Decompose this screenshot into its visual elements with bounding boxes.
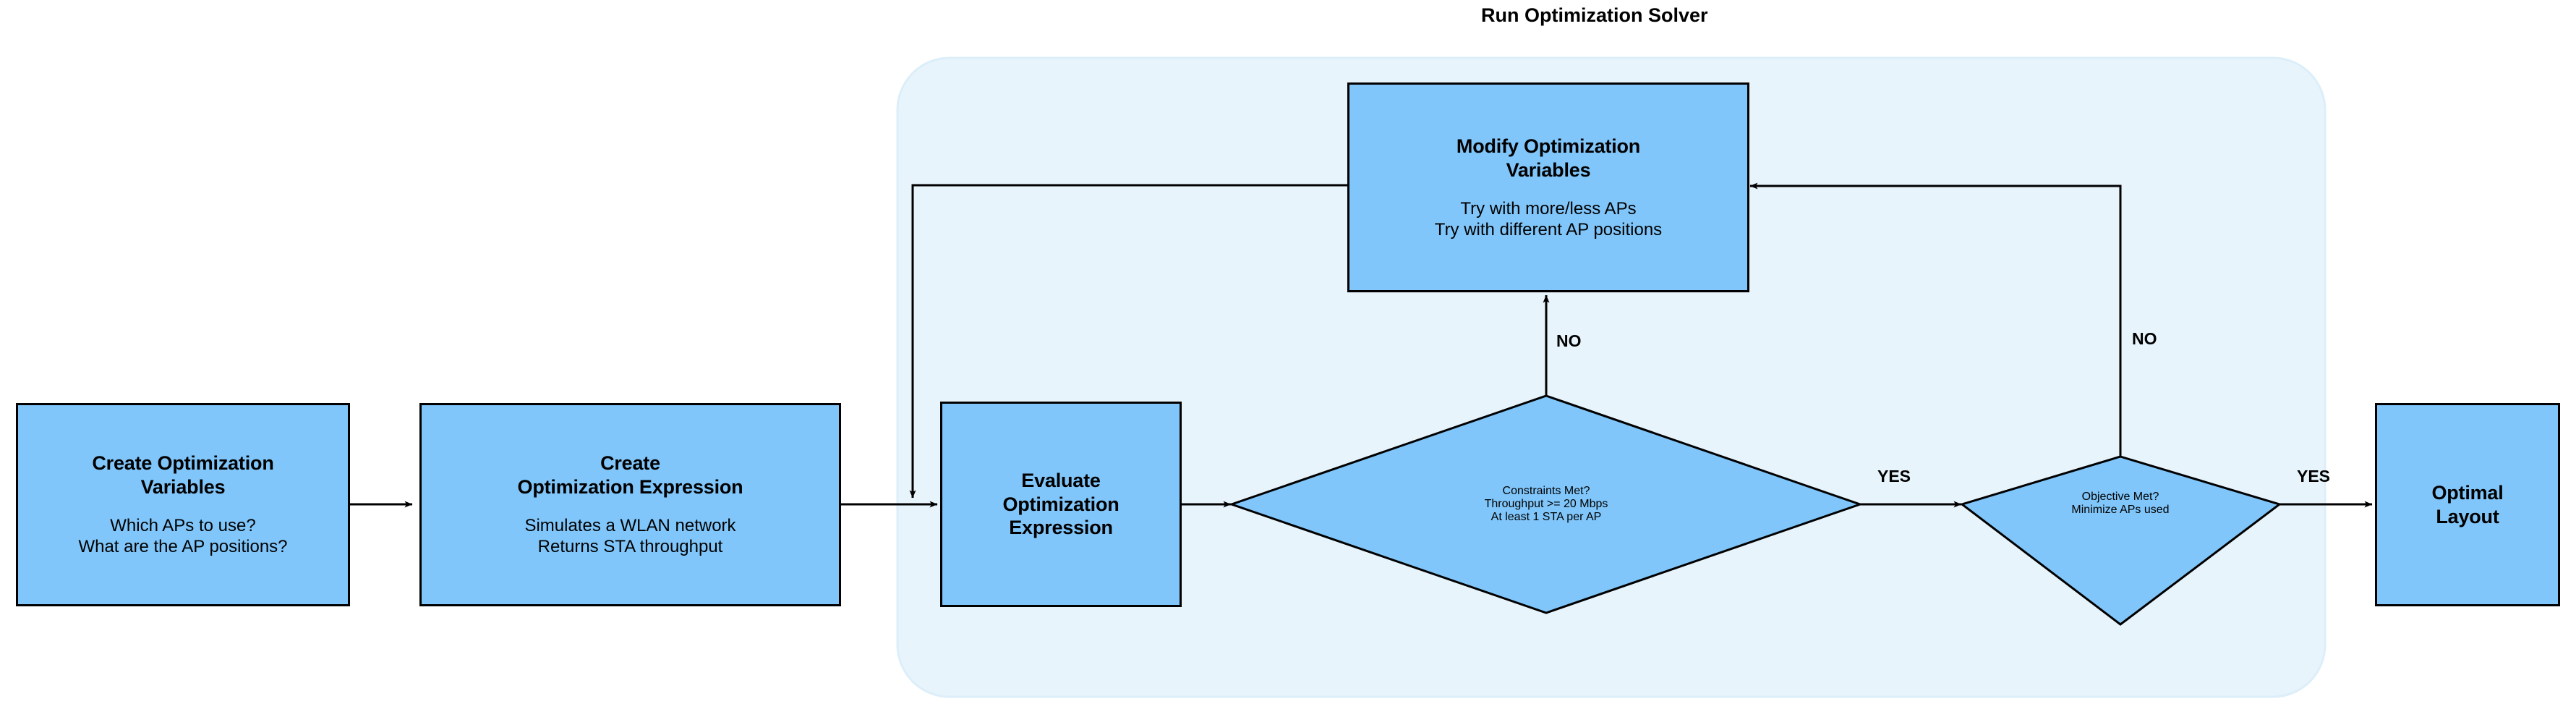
edge-label-objective-yes: YES [2297, 467, 2331, 486]
node-title: Evaluate Optimization Expression [1002, 469, 1119, 539]
edge-objective-no-to-modify [1749, 182, 2122, 457]
group-title: Run Optimization Solver [1481, 4, 1708, 26]
node-subtext: Simulates a WLAN network Returns STA thr… [524, 516, 736, 557]
objective-met-diamond-shape[interactable] [1959, 455, 2282, 626]
edge-label-objective-no: NO [2132, 329, 2157, 348]
node-create-optimization-expression[interactable]: Create Optimization Expression Simulates… [419, 403, 841, 606]
edge-label-constraints-no: NO [1556, 331, 1582, 350]
node-title: Modify Optimization Variables [1456, 135, 1641, 181]
node-title: Create Optimization Expression [517, 452, 743, 499]
edge-label-constraints-yes: YES [1877, 467, 1911, 486]
constraints-met-diamond-shape[interactable] [1228, 394, 1864, 614]
solver-group-container [896, 56, 2326, 698]
node-subtext: Try with more/less APs Try with differen… [1434, 198, 1663, 239]
node-title: Create Optimization Variables [92, 452, 274, 499]
node-create-optimization-variables[interactable]: Create Optimization Variables Which APs … [16, 403, 350, 606]
node-subtext: Which APs to use? What are the AP positi… [78, 516, 288, 557]
node-title: Optimal Layout [2431, 481, 2504, 527]
node-optimal-layout[interactable]: Optimal Layout [2375, 403, 2560, 606]
edge-modify-to-evaluate-loop [909, 184, 1349, 499]
node-modify-optimization-variables[interactable]: Modify Optimization Variables Try with m… [1347, 82, 1749, 292]
node-evaluate-optimization-expression[interactable]: Evaluate Optimization Expression [940, 402, 1182, 607]
